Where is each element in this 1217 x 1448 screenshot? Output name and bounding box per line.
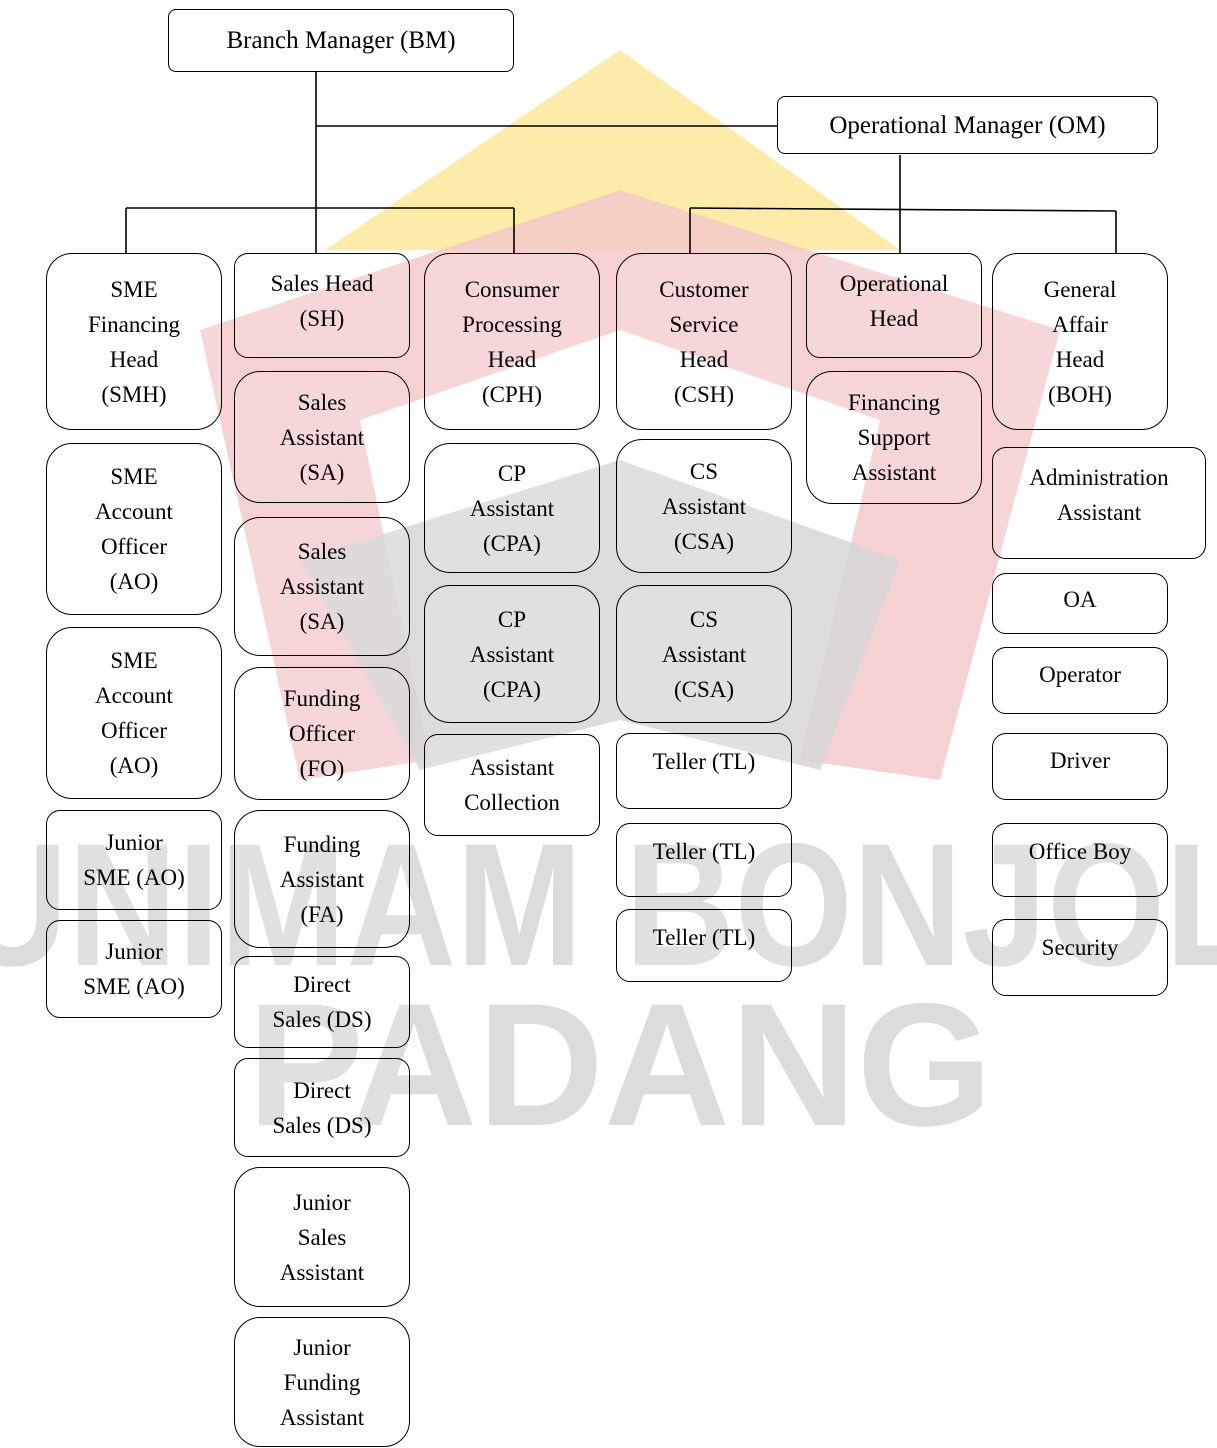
office-boy-box: Office Boy (992, 823, 1168, 897)
box-label: Financing Support Assistant (848, 390, 940, 485)
box-label: Security (1041, 935, 1119, 960)
box-label: CP Assistant (CPA) (469, 606, 555, 702)
teller-box: Teller (TL) (616, 733, 792, 809)
direct-sales-box: Direct Sales (DS) (234, 956, 410, 1048)
driver-box: Driver (992, 733, 1168, 800)
box-label: Funding Assistant (FA) (279, 831, 365, 927)
box-label: Operator (1039, 662, 1121, 687)
junior-sme-box: Junior SME (AO) (46, 920, 222, 1018)
watermark-text-line3: PADANG (247, 968, 992, 1163)
sales-assistant-box: Sales Assistant (SA) (234, 371, 410, 503)
watermark-gray-shape (300, 460, 900, 770)
box-label: Junior Sales Assistant (279, 1189, 365, 1285)
operational-manager-box: Operational Manager (OM) (777, 96, 1158, 154)
direct-sales-box: Direct Sales (DS) (234, 1058, 410, 1157)
box-label: SME Financing Head (SMH) (88, 276, 180, 407)
box-label: Sales Assistant (SA) (279, 389, 365, 485)
box-label: Operational Head (839, 271, 949, 331)
assistant-collection-box: Assistant Collection (424, 734, 600, 836)
sme-account-officer-box: SME Account Officer (AO) (46, 627, 222, 799)
consumer-processing-head-box: Consumer Processing Head (CPH) (424, 253, 600, 430)
administration-assistant-box: Administration Assistant (992, 447, 1206, 559)
funding-officer-box: Funding Officer (FO) (234, 667, 410, 800)
box-label: Assistant Collection (464, 755, 560, 815)
sme-account-officer-box: SME Account Officer (AO) (46, 443, 222, 615)
box-label: Junior SME (AO) (83, 939, 185, 999)
teller-box: Teller (TL) (616, 909, 792, 982)
branch-manager-label: Branch Manager (BM) (226, 27, 456, 54)
financing-support-assistant-box: Financing Support Assistant (806, 371, 982, 504)
security-box: Security (992, 919, 1168, 996)
cs-assistant-box: CS Assistant (CSA) (616, 439, 792, 573)
box-label: Direct Sales (DS) (272, 1077, 372, 1138)
box-label: Customer Service Head (CSH) (659, 276, 749, 407)
junior-sales-assistant-box: Junior Sales Assistant (234, 1167, 410, 1307)
cs-assistant-box: CS Assistant (CSA) (616, 585, 792, 723)
box-label: Direct Sales (DS) (272, 972, 372, 1032)
box-label: Teller (TL) (652, 925, 756, 950)
oa-box: OA (992, 573, 1168, 634)
box-label: OA (1063, 587, 1097, 612)
box-label: Office Boy (1028, 839, 1132, 864)
operational-head-box: Operational Head (806, 253, 982, 358)
box-label: General Affair Head (BOH) (1043, 276, 1117, 407)
customer-service-head-box: Customer Service Head (CSH) (616, 253, 792, 430)
operator-box: Operator (992, 647, 1168, 714)
box-label: Junior Funding Assistant (279, 1334, 365, 1430)
general-affair-head-box: General Affair Head (BOH) (992, 253, 1168, 430)
box-label: CS Assistant (CSA) (661, 458, 747, 554)
box-label: Sales Head (SH) (270, 271, 374, 331)
box-label: Teller (TL) (652, 749, 756, 774)
box-label: CP Assistant (CPA) (469, 460, 555, 556)
box-label: Teller (TL) (652, 839, 756, 864)
box-label: Administration Assistant (1029, 465, 1169, 525)
box-label: Junior SME (AO) (83, 830, 185, 890)
box-label: Consumer Processing Head (CPH) (462, 276, 562, 407)
junior-sme-box: Junior SME (AO) (46, 810, 222, 910)
box-label: CS Assistant (CSA) (661, 606, 747, 702)
operational-manager-label: Operational Manager (OM) (829, 111, 1106, 139)
branch-manager-box: Branch Manager (BM) (168, 9, 514, 72)
box-label: Driver (1049, 748, 1111, 773)
box-label: Funding Officer (FO) (283, 686, 361, 781)
watermark-yellow-triangle (325, 50, 900, 250)
cp-assistant-box: CP Assistant (CPA) (424, 443, 600, 573)
sales-head-box: Sales Head (SH) (234, 253, 410, 358)
watermark-text-line2: UNIMAM BONJOL (0, 808, 1217, 1003)
sales-assistant-box: Sales Assistant (SA) (234, 517, 410, 656)
sme-financing-head-box: SME Financing Head (SMH) (46, 253, 222, 430)
junior-funding-assistant-box: Junior Funding Assistant (234, 1317, 410, 1447)
box-label: SME Account Officer (AO) (95, 464, 173, 594)
teller-box: Teller (TL) (616, 823, 792, 897)
box-label: Sales Assistant (SA) (279, 539, 365, 634)
box-label: SME Account Officer (AO) (95, 648, 173, 778)
cp-assistant-box: CP Assistant (CPA) (424, 585, 600, 723)
funding-assistant-box: Funding Assistant (FA) (234, 810, 410, 948)
